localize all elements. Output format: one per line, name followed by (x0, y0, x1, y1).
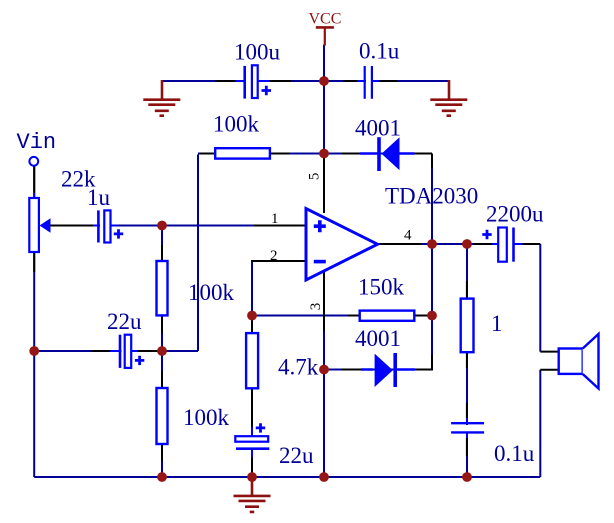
svg-text:Vin: Vin (17, 130, 57, 155)
svg-text:22k: 22k (61, 166, 96, 191)
svg-text:2: 2 (270, 248, 278, 264)
svg-text:2200u: 2200u (486, 202, 544, 227)
svg-text:5: 5 (306, 173, 322, 181)
svg-text:3: 3 (308, 303, 324, 311)
svg-text:4001: 4001 (355, 116, 401, 141)
svg-text:1: 1 (271, 211, 279, 227)
svg-text:22u: 22u (107, 309, 142, 334)
svg-text:0.1u: 0.1u (494, 441, 535, 466)
svg-text:150k: 150k (358, 275, 405, 300)
svg-text:1u: 1u (87, 185, 111, 210)
svg-text:VCC: VCC (309, 11, 342, 28)
svg-text:100k: 100k (213, 111, 260, 136)
svg-text:1: 1 (491, 311, 503, 336)
svg-text:100u: 100u (234, 40, 281, 65)
svg-text:TDA2030: TDA2030 (385, 184, 478, 209)
svg-text:100k: 100k (188, 280, 235, 305)
svg-text:100k: 100k (183, 405, 230, 430)
svg-text:22u: 22u (279, 443, 314, 468)
svg-text:4001: 4001 (355, 326, 401, 351)
svg-text:4.7k: 4.7k (278, 355, 319, 380)
svg-text:4: 4 (404, 228, 412, 244)
svg-text:0.1u: 0.1u (359, 39, 400, 64)
